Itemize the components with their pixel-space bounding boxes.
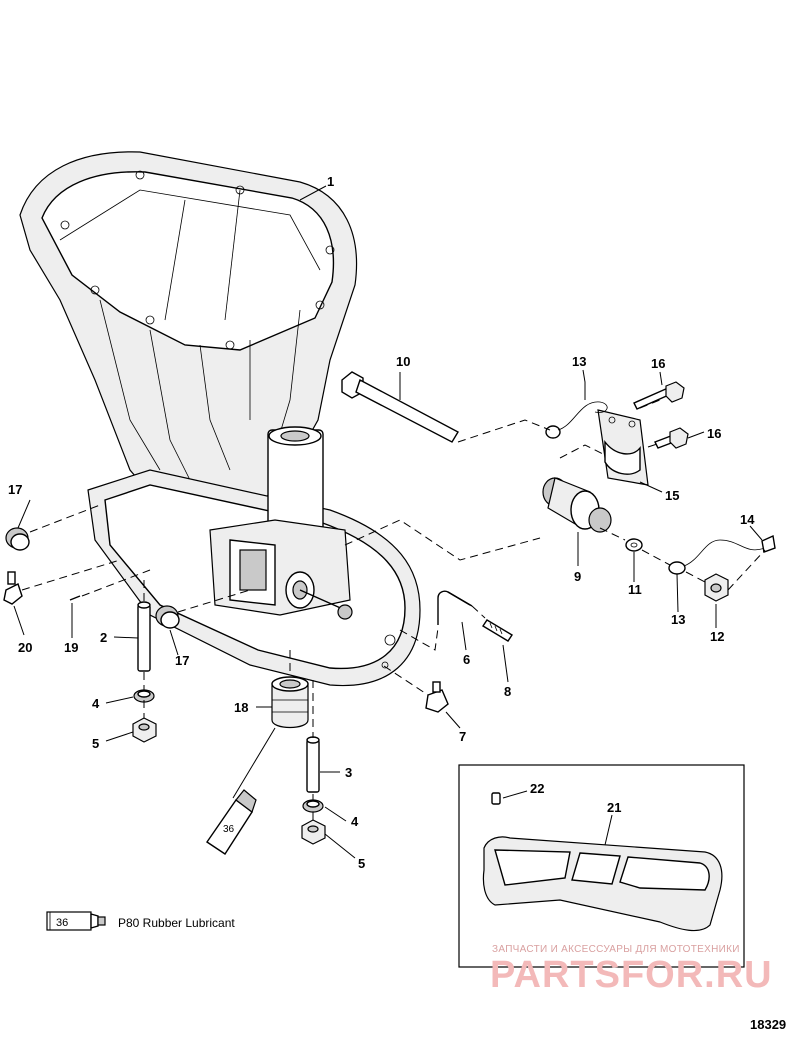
bolt-holes	[60, 170, 335, 350]
housing-assembly-part-21	[482, 836, 723, 932]
shift-shaft	[299, 589, 353, 620]
callout-4-right: 4	[351, 814, 359, 829]
bolts-part-16	[633, 381, 689, 449]
nut-part-12	[704, 573, 729, 602]
callout-20: 20	[18, 640, 32, 655]
inset-box	[458, 764, 745, 968]
plug-part-17-left	[5, 527, 30, 551]
plug-part-17-right	[155, 605, 180, 629]
callout-4-left: 4	[92, 696, 100, 711]
grommet-part-18	[271, 676, 309, 729]
mount-part-9	[542, 477, 612, 533]
legend-tube-label: 36	[56, 917, 68, 929]
watermark-tagline: ЗАПЧАСТИ И АКСЕССУАРЫ ДЛЯ МОТОТЕХНИКИ	[492, 944, 740, 955]
bolt-part-10	[341, 371, 459, 443]
clamp-part-15	[597, 409, 649, 486]
leader-lines	[13, 185, 763, 859]
pin-part-22	[491, 792, 501, 805]
nut-part-5-left	[132, 717, 157, 743]
callout-7: 7	[459, 729, 466, 744]
callout-13-lower: 13	[671, 612, 685, 627]
callout-12: 12	[710, 629, 724, 644]
callout-22: 22	[530, 781, 544, 796]
callout-21: 21	[607, 800, 621, 815]
legend-tube-icon: 36	[46, 911, 106, 931]
callout-14: 14	[740, 512, 755, 527]
fitting-part-7	[425, 681, 449, 713]
callout-5-left: 5	[92, 736, 99, 751]
ground-strap-upper	[545, 401, 608, 439]
tube-label: 36	[223, 824, 235, 835]
callout-15: 15	[665, 488, 679, 503]
watermark-logo: PARTSFOR.RU	[490, 954, 773, 996]
pin-part-19	[69, 595, 81, 601]
callout-5-right: 5	[358, 856, 365, 871]
callout-18: 18	[234, 700, 248, 715]
callout-16-lower: 16	[707, 426, 721, 441]
figure-number: 18329	[750, 1017, 787, 1032]
callout-3: 3	[345, 765, 352, 780]
driveshaft-housing	[19, 151, 358, 521]
callout-6: 6	[463, 652, 470, 667]
callout-1: 1	[327, 174, 334, 189]
callout-labels: 1 10 13 16 16 15 9 11 13 12 14 17 20 19 …	[8, 174, 755, 871]
callout-2: 2	[100, 630, 107, 645]
screw-part-14	[761, 534, 776, 553]
washer-part-4-right	[302, 799, 324, 813]
pin-part-6	[437, 590, 473, 625]
nut-part-5-right	[301, 819, 326, 845]
stud-part-3	[306, 736, 320, 793]
callout-13-upper: 13	[572, 354, 586, 369]
fitting-part-20	[3, 571, 23, 605]
alignment-lines	[21, 399, 766, 820]
callout-16-upper: 16	[651, 356, 665, 371]
ground-strap-lower	[668, 539, 766, 575]
callout-9: 9	[574, 569, 581, 584]
callout-17-right: 17	[175, 653, 189, 668]
stud-part-2	[137, 601, 151, 672]
callout-10: 10	[396, 354, 410, 369]
callout-8: 8	[504, 684, 511, 699]
callout-11: 11	[628, 582, 642, 597]
callout-19: 19	[64, 640, 78, 655]
callout-17-left: 17	[8, 482, 22, 497]
washer-part-11	[625, 538, 643, 552]
screw-part-8	[482, 619, 513, 642]
lubricant-tube: 36	[206, 789, 257, 855]
legend-text: P80 Rubber Lubricant	[118, 916, 235, 930]
